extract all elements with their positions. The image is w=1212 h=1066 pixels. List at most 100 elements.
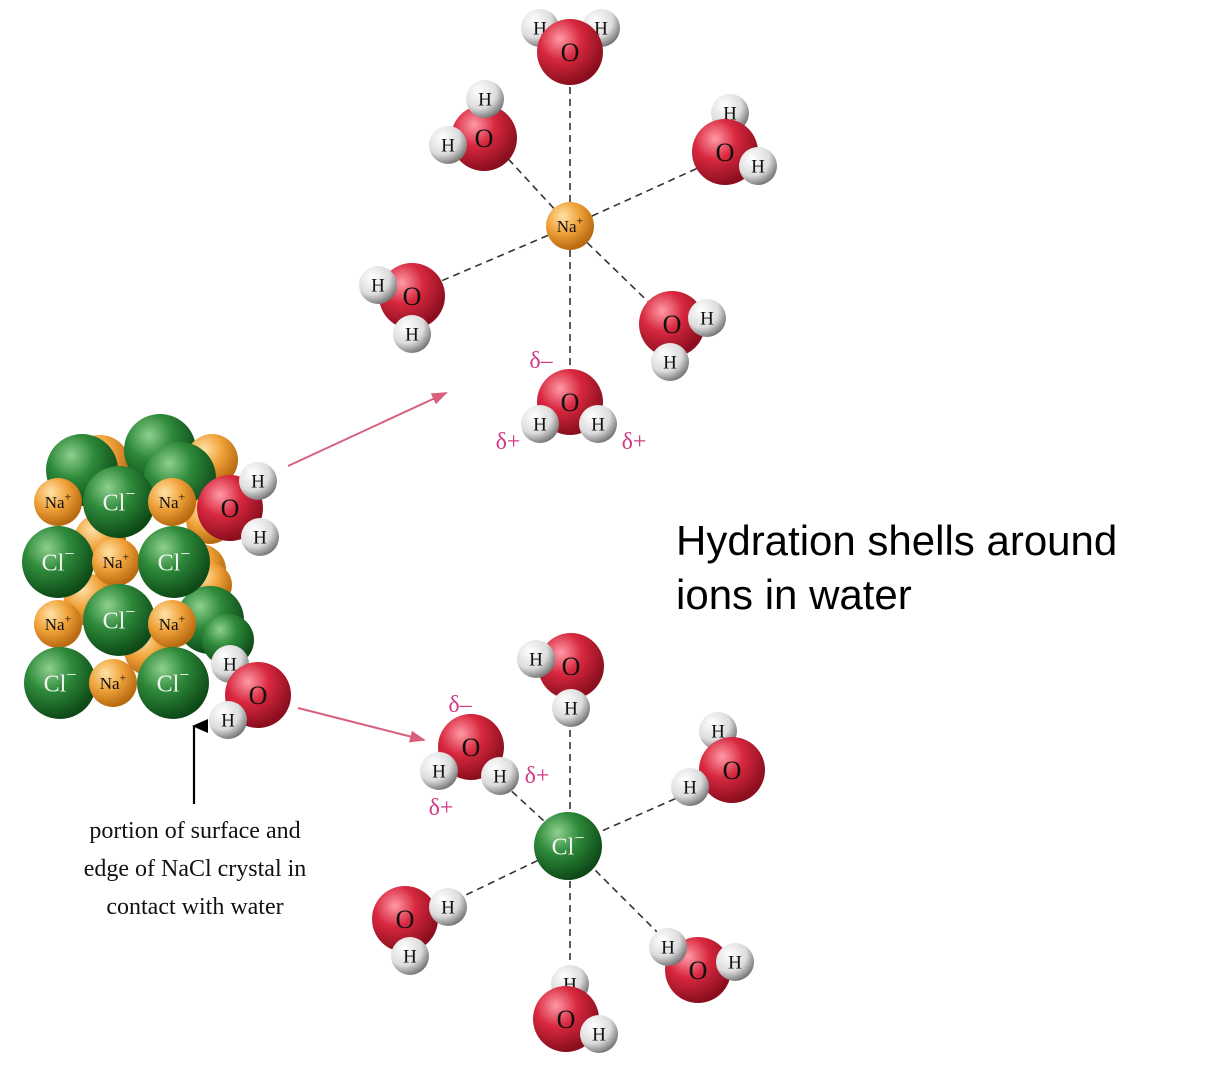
- cl-water-upper-right-oxygen-label: O: [723, 756, 742, 785]
- na-water-lower-right-hydrogen-label: H: [663, 353, 677, 374]
- cl-water-upper-left-oxygen-label: O: [462, 733, 481, 762]
- na-water-bottom: OH H: [521, 369, 617, 443]
- na-water-lower-right-oxygen: O: [639, 291, 705, 357]
- cl-water-lower-right: OH H: [649, 928, 754, 1003]
- cl-water-bottom-hydrogen: H: [580, 1015, 618, 1053]
- na-water-bottom-hydrogen-label: H: [533, 415, 547, 436]
- na-water-top-oxygen: O: [537, 19, 603, 85]
- crystal-chloride-ion: Cl−: [138, 526, 210, 598]
- crystal-chloride-ion: Cl−: [24, 647, 96, 719]
- na-water-lower-left-hydrogen: H: [359, 266, 397, 304]
- cl-water-bottom-oxygen-label: O: [557, 1005, 576, 1034]
- na-water-bottom-oxygen-label: O: [561, 388, 580, 417]
- title-line-1: Hydration shells around: [676, 517, 1118, 564]
- na-water-upper-right-hydrogen-label: H: [751, 157, 765, 178]
- cl-water-lower-right-hydrogen: H: [649, 928, 687, 966]
- crystal-water-upper-hydrogen: H: [241, 518, 279, 556]
- cl-water-upper-left: OH H: [420, 714, 519, 795]
- na-water-bottom-hydrogen-label: H: [591, 415, 605, 436]
- na-water-lower-left-hydrogen: H: [393, 315, 431, 353]
- cl-water-lower-right-hydrogen: H: [716, 943, 754, 981]
- na-water-upper-left-oxygen: O: [451, 105, 517, 171]
- cl-water-upper-left-hydrogen-label: H: [493, 767, 507, 788]
- cl-water-upper-right-hydrogen: H: [671, 768, 709, 806]
- na-water-bottom-hydrogen: H: [521, 405, 559, 443]
- na-water-upper-left-hydrogen-label: H: [478, 90, 492, 111]
- cl-water-bottom: HOH: [533, 965, 618, 1053]
- cl-delta-plus-right: δ+: [525, 763, 550, 789]
- caption-line-1: portion of surface and: [89, 818, 301, 844]
- cl-water-lower-left-hydrogen: H: [391, 937, 429, 975]
- na-water-upper-right-hydrogen: H: [739, 147, 777, 185]
- diagram-title: Hydration shells around ions in water: [676, 514, 1196, 622]
- cl-delta-minus: δ–: [448, 692, 472, 718]
- sodium-ion: Na+: [546, 202, 594, 250]
- crystal-water-upper-hydrogen-label: H: [251, 472, 265, 493]
- caption-line-3: contact with water: [106, 894, 284, 920]
- crystal-chloride-ion: Cl−: [83, 466, 155, 538]
- cl-water-bottom-hydrogen-label: H: [592, 1025, 606, 1046]
- cl-water-lower-left-hydrogen-label: H: [403, 947, 417, 968]
- na-water-upper-right-oxygen-label: O: [716, 138, 735, 167]
- crystal-water-upper: OH H: [197, 462, 279, 556]
- crystal-chloride-ion: Cl−: [137, 647, 209, 719]
- cl-water-top-oxygen-label: O: [562, 652, 581, 681]
- crystal-sodium-ion: Na+: [148, 478, 196, 526]
- na-water-lower-right-oxygen-label: O: [663, 310, 682, 339]
- crystal-water-lower: HOH: [209, 645, 291, 739]
- cl-water-upper-right-oxygen: O: [699, 737, 765, 803]
- cl-water-top-hydrogen-label: H: [564, 699, 578, 720]
- crystal-water-lower-oxygen-label: O: [249, 681, 268, 710]
- na-water-lower-left-hydrogen-label: H: [405, 325, 419, 346]
- na-delta-plus-right: δ+: [622, 429, 647, 455]
- crystal-water-upper-oxygen-label: O: [221, 494, 240, 523]
- na-water-upper-left: OH H: [429, 80, 517, 171]
- na-water-lower-right-hydrogen: H: [688, 299, 726, 337]
- arrow-to-cl-shell: [297, 707, 426, 743]
- na-water-upper-left-oxygen-label: O: [475, 124, 494, 153]
- na-delta-plus-left: δ+: [496, 429, 521, 455]
- na-water-bottom-hydrogen: H: [579, 405, 617, 443]
- crystal-sodium-ion: Na+: [89, 659, 137, 707]
- crystal-water-upper-hydrogen: H: [239, 462, 277, 500]
- crystal-sodium-ion: Na+: [34, 478, 82, 526]
- cl-water-lower-left-hydrogen-label: H: [441, 898, 455, 919]
- crystal-water-upper-hydrogen-label: H: [253, 528, 267, 549]
- cl-water-lower-left-oxygen: O: [372, 886, 438, 952]
- crystal-water-lower-hydrogen-label: H: [221, 711, 235, 732]
- crystal-sodium-ion: Na+: [148, 600, 196, 648]
- crystal-chloride-ion: Cl−: [83, 584, 155, 656]
- cl-water-top: OH H: [517, 633, 604, 727]
- cl-water-top-hydrogen-label: H: [529, 650, 543, 671]
- cl-water-lower-right-hydrogen-label: H: [728, 953, 742, 974]
- na-water-lower-right-hydrogen-label: H: [700, 309, 714, 330]
- cl-water-top-hydrogen: H: [552, 689, 590, 727]
- cl-water-lower-right-oxygen-label: O: [689, 956, 708, 985]
- na-water-lower-right-hydrogen: H: [651, 343, 689, 381]
- cl-water-top-oxygen: O: [538, 633, 604, 699]
- cl-water-lower-right-hydrogen-label: H: [661, 938, 675, 959]
- cl-delta-plus-left: δ+: [429, 795, 454, 821]
- crystal-chloride-ion: Cl−: [22, 526, 94, 598]
- caption-line-2: edge of NaCl crystal in: [83, 856, 307, 882]
- na-water-upper-left-hydrogen: H: [429, 126, 467, 164]
- cl-water-lower-left-hydrogen: H: [429, 888, 467, 926]
- chloride-ion: Cl−: [534, 812, 602, 880]
- crystal-water-lower-hydrogen-label: H: [223, 655, 237, 676]
- crystal-sodium-ion: Na+: [34, 600, 82, 648]
- na-water-lower-left-oxygen-label: O: [403, 282, 422, 311]
- na-water-lower-left: OHH: [359, 263, 445, 353]
- cl-water-upper-right: HOH: [671, 712, 765, 806]
- cl-water-upper-left-hydrogen-label: H: [432, 762, 446, 783]
- crystal-caption: portion of surface and edge of NaCl crys…: [40, 812, 350, 926]
- na-water-upper-left-hydrogen-label: H: [441, 136, 455, 157]
- na-water-upper-right: HOH: [692, 94, 777, 185]
- cl-water-upper-left-hydrogen: H: [481, 757, 519, 795]
- na-water-upper-left-hydrogen: H: [466, 80, 504, 118]
- na-water-top-oxygen-label: O: [561, 38, 580, 67]
